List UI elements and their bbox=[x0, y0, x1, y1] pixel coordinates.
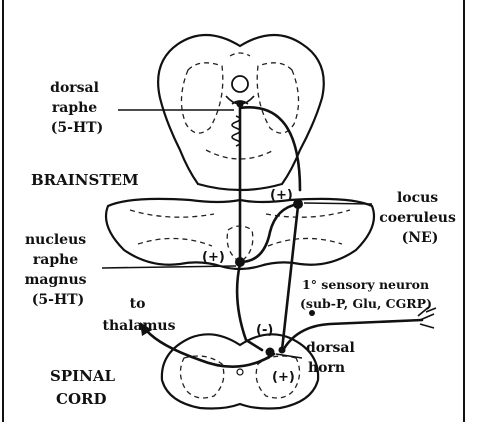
horn-plus-sign: (+) bbox=[272, 370, 295, 385]
brainstem-label: BRAINSTEM bbox=[31, 171, 139, 189]
dorsal-horn-node bbox=[266, 348, 275, 357]
magnus-plus-sign: (+) bbox=[202, 250, 225, 265]
dorsal-raphe-label: dorsal raphe (5-HT) bbox=[50, 80, 104, 136]
raphe-magnus-node bbox=[235, 257, 245, 267]
locus-coeruleus-node bbox=[293, 199, 303, 209]
locus-coeruleus-leader bbox=[304, 203, 372, 204]
locus-plus-sign: (+) bbox=[270, 188, 293, 203]
horn-minus-sign: (-) bbox=[256, 323, 273, 338]
